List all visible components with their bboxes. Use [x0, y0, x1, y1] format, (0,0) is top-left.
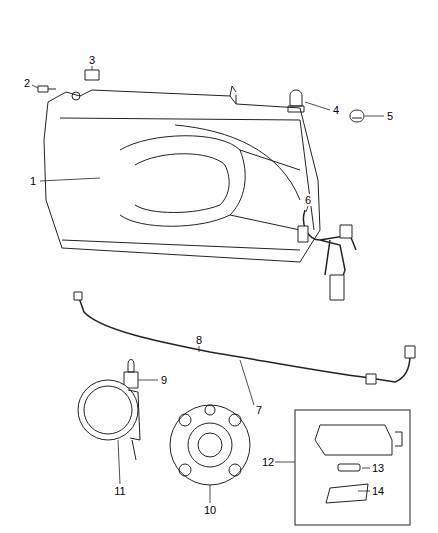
- callout-number: 1: [29, 175, 37, 187]
- callout-number: 10: [203, 504, 217, 516]
- callout-number: 7: [255, 404, 263, 416]
- callout-number: 3: [88, 54, 96, 66]
- callout-number: 14: [371, 485, 385, 497]
- callout-number: 4: [332, 104, 340, 116]
- callout-number: 12: [261, 456, 275, 468]
- callout-number: 2: [23, 77, 31, 89]
- callout-number: 6: [304, 194, 312, 206]
- callout-number: 8: [195, 334, 203, 346]
- callout-number: 5: [386, 110, 394, 122]
- callout-number: 9: [160, 374, 168, 386]
- callout-number: 13: [371, 462, 385, 474]
- callout-number: 11: [113, 485, 126, 497]
